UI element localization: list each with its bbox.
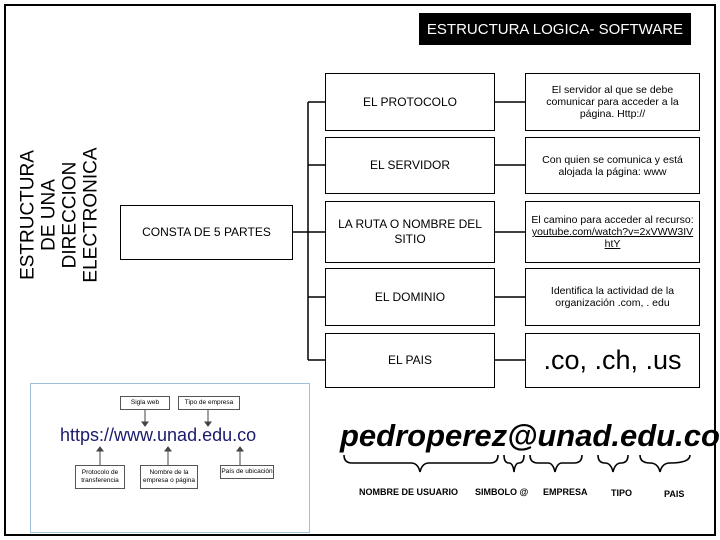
slide-title: ESTRUCTURA LOGICA- SOFTWARE bbox=[419, 13, 691, 45]
desc-protocolo: El servidor al que se debe comunicar par… bbox=[525, 73, 700, 131]
part-protocolo: EL PROTOCOLO bbox=[325, 73, 495, 131]
label-protocolo: Protocolo de transferencia bbox=[75, 465, 125, 489]
desc-ruta: El camino para acceder al recurso: youtu… bbox=[525, 201, 700, 263]
root-box: CONSTA DE 5 PARTES bbox=[120, 205, 293, 260]
email-text: pedroperez@unad.edu.co bbox=[340, 418, 720, 453]
part-servidor: EL SERVIDOR bbox=[325, 137, 495, 194]
part-ruta: LA RUTA O NOMBRE DEL SITIO bbox=[325, 201, 495, 263]
email-label-usuario: NOMBRE DE USUARIO bbox=[359, 487, 459, 497]
url-diagram-panel bbox=[30, 383, 310, 533]
email-label-empresa: EMPRESA bbox=[543, 487, 588, 497]
email-label-tipo: TIPO bbox=[611, 488, 633, 498]
label-sigla-web: Sigla web bbox=[120, 396, 170, 410]
desc-pais: .co, .ch, .us bbox=[525, 333, 700, 388]
part-dominio: EL DOMINIO bbox=[325, 268, 495, 326]
part-pais: EL PAIS bbox=[325, 333, 495, 388]
label-pais-ubicacion: País de ubicación bbox=[220, 465, 274, 479]
desc-dominio: Identifica la actividad de la organizaci… bbox=[525, 268, 700, 326]
email-label-simbolo: SIMBOLO @ bbox=[475, 487, 529, 497]
email-label-pais: PAIS bbox=[664, 489, 685, 499]
label-nombre-empresa: Nombre de la empresa o página bbox=[140, 465, 198, 489]
desc-servidor: Con quien se comunica y está alojada la … bbox=[525, 137, 700, 194]
url-text: https://www.unad.edu.co bbox=[60, 425, 257, 445]
slide-frame bbox=[4, 4, 716, 536]
desc-ruta-link[interactable]: youtube.com/watch?v=2xVWW3IVhtY bbox=[531, 226, 694, 250]
label-tipo-empresa: Tipo de empresa bbox=[178, 396, 240, 410]
desc-ruta-text: El camino para acceder al recurso: bbox=[531, 214, 694, 226]
